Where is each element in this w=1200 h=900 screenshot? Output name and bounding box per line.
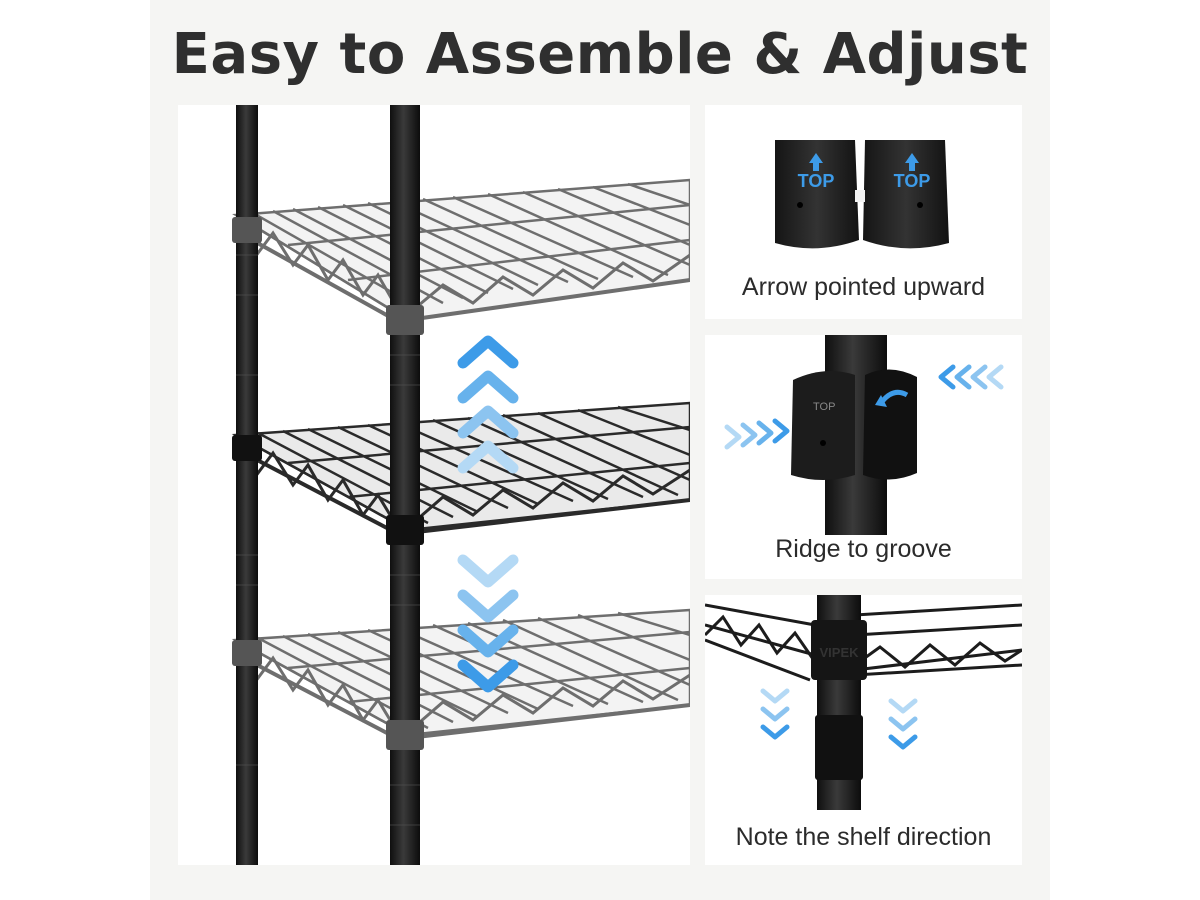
chevron-up-icon [457,335,519,369]
chevron-up-icon [457,440,519,474]
chevron-left-icon [938,364,956,390]
chevron-down-icon [457,659,519,693]
clip-right [863,140,949,249]
chevron-right-icon [772,418,790,444]
brand-label: VIPEK [819,645,859,660]
top-label-right: TOP [894,171,931,191]
up-arrow-icon [809,153,823,171]
chevron-down-icon [760,706,790,722]
down-arrows-left [760,688,790,740]
direction-panel: VIPEK Note the shelf direction [705,595,1022,865]
down-arrows-right [888,698,918,750]
chevron-right-icon [756,420,774,446]
push-right-arrows [724,418,790,450]
page-title: Easy to Assemble & Adjust [171,22,1029,87]
chevron-left-icon [954,364,972,390]
clip-left [775,140,859,249]
chevron-down-icon [457,589,519,623]
sleeve-clips-illustration: TOP TOP [775,140,949,249]
chevron-down-icon [888,734,918,750]
up-arrow-icon [905,153,919,171]
chevron-down-icon [760,688,790,704]
shelf-rack-illustration [231,105,690,865]
adjust-up-arrows [457,335,519,474]
chevron-right-icon [724,424,742,450]
chevron-up-icon [457,405,519,439]
shelf-rack-panel [178,105,690,865]
bottom-shelf [231,608,690,746]
chevron-right-icon [740,422,758,448]
push-left-arrows [938,364,1004,390]
direction-caption: Note the shelf direction [735,823,992,851]
ridge-caption: Ridge to groove [775,535,952,563]
chevron-down-icon [457,624,519,658]
chevron-left-icon [986,364,1004,390]
top-label-left: TOP [798,171,835,191]
clips-panel: TOP TOP Arrow pointed upward [705,105,1022,319]
product-infographic: Easy to Assemble & Adjust [150,0,1050,900]
chevron-up-icon [457,370,519,404]
chevron-down-icon [457,554,519,588]
clips-caption: Arrow pointed upward [741,273,986,301]
chevron-down-icon [888,716,918,732]
chevron-down-icon [888,698,918,714]
shelf-direction-illustration: VIPEK [705,595,1022,810]
chevron-left-icon [970,364,988,390]
chevron-down-icon [760,724,790,740]
ridge-panel: TOP Ridge to groove [705,335,1022,579]
clip-closeup [791,371,855,480]
right-pole [390,105,420,865]
clip-top-label: TOP [813,401,835,413]
adjust-down-arrows [457,554,519,693]
ridge-groove-illustration: TOP [724,335,1004,535]
top-shelf [232,178,690,329]
